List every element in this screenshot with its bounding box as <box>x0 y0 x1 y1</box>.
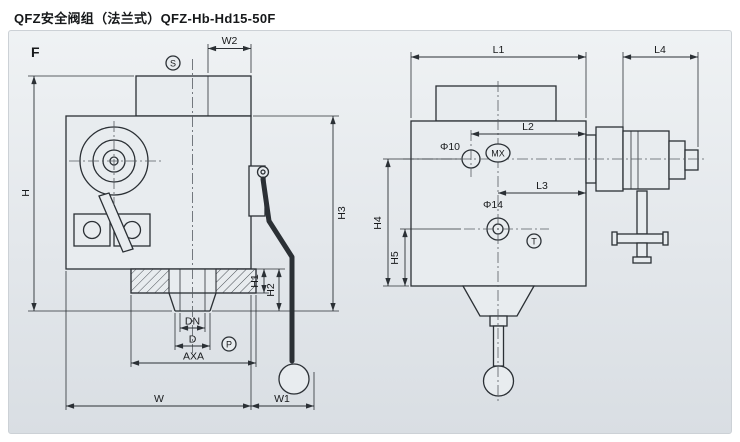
dim-label-w1: W1 <box>274 393 290 405</box>
technical-drawing-canvas: W2 S H H1 H2 H3 <box>20 35 706 410</box>
bottom-stem <box>461 285 536 397</box>
bottom-flange <box>130 268 257 312</box>
dim-label-l2: L2 <box>522 121 534 133</box>
dim-label-w2: W2 <box>222 35 238 47</box>
hand-lever <box>260 176 295 364</box>
symbol-t: T <box>526 233 542 249</box>
dim-label-h3: H3 <box>336 206 348 220</box>
valve-bonnet <box>135 75 252 117</box>
flange-hatch-left <box>130 268 170 294</box>
dim-label-d: D <box>189 334 197 346</box>
symbol-s: S <box>165 55 181 71</box>
dim-label-phi14: Φ14 <box>483 199 503 211</box>
lever-ball <box>278 363 310 395</box>
dim-label-l1: L1 <box>493 44 505 56</box>
actuator-endcap <box>668 140 686 180</box>
dim-w1: W1 <box>251 372 315 410</box>
symbol-mx: MX <box>485 143 511 163</box>
dim-h3: H3 <box>253 115 348 311</box>
view-label-f: F <box>31 44 40 60</box>
bolt-pads <box>73 192 151 253</box>
dim-label-l4: L4 <box>654 44 666 56</box>
dim-l2: L2 <box>471 121 586 137</box>
dim-h: H <box>20 75 172 312</box>
symbol-p-label: P <box>226 340 232 350</box>
symbol-t-label: T <box>531 237 537 247</box>
actuator-tip <box>684 149 699 171</box>
dim-label-l3: L3 <box>536 180 548 192</box>
dim-label-h2: H2 <box>265 283 277 297</box>
dim-l3: L3 <box>498 180 586 196</box>
stem-ball <box>482 365 515 397</box>
dim-label-dn: DN <box>185 316 200 328</box>
dim-h2: H2 <box>212 269 339 312</box>
symbol-p: P <box>221 336 237 352</box>
dim-l1: L1 <box>410 44 587 118</box>
wrench-lever <box>98 192 134 253</box>
dim-d: D <box>174 313 211 350</box>
dim-label-h5: H5 <box>389 251 401 265</box>
symbol-s-label: S <box>170 59 176 69</box>
dim-label-axa: AXA <box>183 351 204 363</box>
lever-assembly <box>248 165 310 395</box>
symbol-mx-label: MX <box>491 149 505 159</box>
dim-label-phi10: Φ10 <box>440 141 460 153</box>
right-view-side: L1 L4 L2 L3 Φ10 Φ14 MX T <box>372 44 706 401</box>
dim-w: W <box>65 271 252 410</box>
page-title: QFZ安全阀组（法兰式）QFZ-Hb-Hd15-50F <box>14 11 276 26</box>
dim-l4: L4 <box>622 44 699 147</box>
dim-label-h: H <box>20 189 32 197</box>
dim-h5: H5 <box>389 228 461 286</box>
drawing-panel: W2 S H H1 H2 H3 <box>8 30 732 434</box>
actuator-cylinder <box>622 130 670 190</box>
lever-pivot <box>256 165 270 179</box>
dim-label-w: W <box>154 393 164 405</box>
dim-label-h4: H4 <box>372 216 384 230</box>
dim-label-h1: H1 <box>249 274 261 288</box>
dim-w2: W2 <box>207 35 252 73</box>
dim-dn: DN <box>179 313 206 332</box>
left-view-front: W2 S H H1 H2 H3 <box>20 35 348 410</box>
drain-tee <box>611 190 669 264</box>
dim-axa: AXA <box>130 295 257 367</box>
flange-hatch-right <box>215 268 257 294</box>
top-cap <box>435 85 557 122</box>
